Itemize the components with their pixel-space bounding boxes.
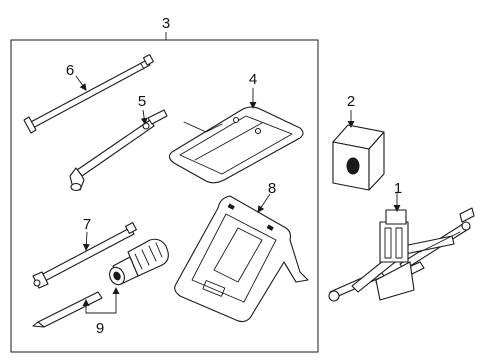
leader-line-6	[75, 75, 87, 91]
part-1-scissor-jack	[328, 207, 475, 302]
leader-line-7	[82, 231, 90, 251]
leader-line-9b	[100, 287, 120, 314]
callout-5: 5	[138, 93, 146, 110]
part-4-tool-bag	[168, 106, 304, 184]
callout-4: 4	[249, 71, 257, 88]
part-2-jack-pad	[332, 124, 385, 191]
callout-7: 7	[83, 216, 91, 233]
part-9-screwdriver-set	[32, 238, 169, 328]
callout-8: 8	[268, 180, 276, 197]
tool-kit-bracket-box	[10, 39, 319, 353]
callout-6: 6	[66, 62, 74, 79]
part-8-jack-holder	[174, 195, 309, 323]
tool-kit-group: 3	[10, 15, 319, 353]
callout-2: 2	[347, 93, 355, 110]
leader-line-5	[140, 109, 148, 125]
part-6-handle-bar	[23, 54, 154, 134]
leader-line-8	[257, 193, 271, 213]
part-5-lug-wrench	[69, 109, 168, 192]
callout-1: 1	[394, 180, 402, 197]
leader-line-9	[82, 299, 100, 314]
callout-3: 3	[162, 15, 170, 32]
part-7-extension-bar	[32, 222, 137, 289]
callout-9: 9	[96, 320, 104, 337]
